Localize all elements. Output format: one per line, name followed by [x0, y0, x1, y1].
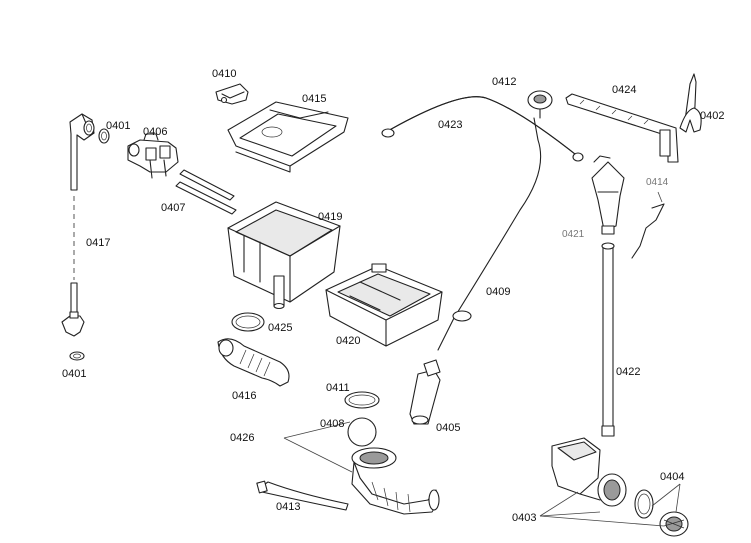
part-label: 0423 [438, 119, 463, 131]
dispenser-bracket [215, 83, 249, 105]
part-label: 0413 [276, 501, 301, 513]
part-label: 0426 [230, 432, 255, 444]
part-label: 0414 [646, 177, 669, 188]
hose-clip [679, 73, 702, 133]
sump-hose [351, 447, 440, 515]
drain-pump [551, 437, 627, 507]
part-label: 0406 [143, 126, 168, 138]
seal-ring-0425 [231, 312, 265, 332]
part-label: 0405 [436, 422, 461, 434]
wire-hook [631, 203, 665, 259]
pressure-switch [527, 90, 553, 119]
part-label: 0425 [268, 322, 293, 334]
part-label: 0409 [486, 286, 511, 298]
part-label: 0408 [320, 418, 345, 430]
detergent-drawer-housing [227, 201, 341, 310]
part-label: 0411 [326, 382, 350, 394]
part-label: 0424 [612, 84, 637, 96]
pump-filter [659, 511, 689, 537]
seal-ring-0411 [344, 391, 380, 409]
part-label: 0402 [700, 110, 725, 122]
part-label: 0412 [492, 76, 517, 88]
seal-ring-upper [98, 128, 110, 144]
check-ball [347, 417, 377, 447]
dispenser-cover [227, 101, 349, 173]
inlet-pipe-lower [61, 282, 85, 337]
level-sensor-housing [591, 155, 625, 235]
part-label: 0401 [62, 368, 87, 380]
inlet-pipe-elbow [69, 113, 95, 191]
air-chamber [409, 359, 441, 425]
detergent-drawer [325, 263, 443, 347]
pressure-tube [437, 117, 542, 351]
part-label: 0401 [106, 120, 131, 132]
part-label: 0415 [302, 93, 327, 105]
part-label: 0421 [562, 229, 585, 240]
part-label: 0410 [212, 68, 237, 80]
sump-vertical-hose [601, 242, 615, 437]
part-label: 0404 [660, 471, 685, 483]
pressure-hose [381, 96, 584, 162]
part-label: 0416 [232, 390, 257, 402]
part-label: 0422 [616, 366, 641, 378]
part-label: 0417 [86, 237, 111, 249]
bellows-hose [217, 338, 290, 387]
part-label: 0419 [318, 211, 343, 223]
part-label: 0420 [336, 335, 361, 347]
seal-ring-lower [69, 351, 85, 361]
inlet-valve [127, 133, 179, 179]
valve-hoses [175, 169, 237, 215]
leader-lines [283, 191, 681, 527]
drain-hose [256, 480, 349, 511]
control-bracket [565, 93, 679, 163]
part-label: 0403 [512, 512, 537, 524]
pump-seal-ring [634, 489, 654, 519]
part-label: 0407 [161, 202, 186, 214]
